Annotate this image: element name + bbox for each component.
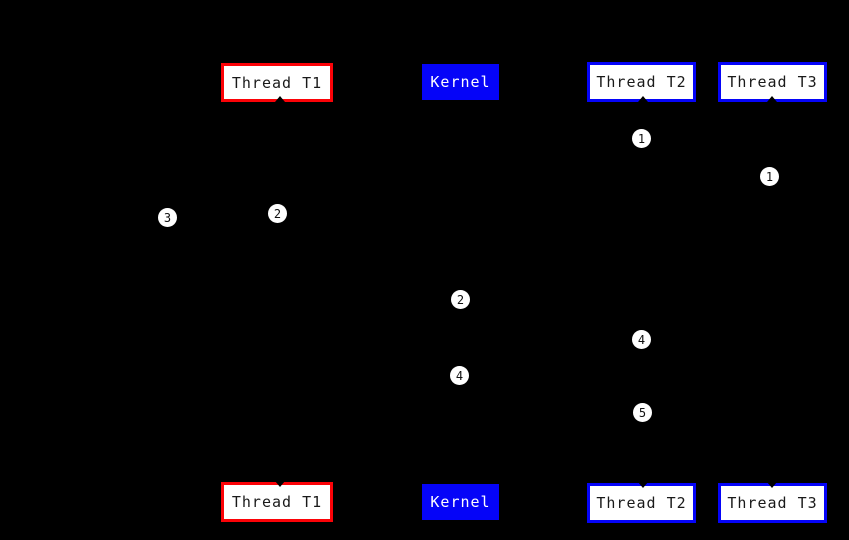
lifeline-tick-t2-top — [638, 96, 648, 102]
entity-box-thread-t3-top: Thread T3 — [718, 62, 827, 102]
entity-label-thread-t3-bottom: Thread T3 — [727, 494, 818, 512]
entity-box-kernel-top: Kernel — [422, 64, 499, 100]
step-marker: 2 — [268, 204, 287, 223]
step-marker: 1 — [760, 167, 779, 186]
entity-box-thread-t1-top: Thread T1 — [221, 63, 333, 102]
entity-label-thread-t1-top: Thread T1 — [231, 73, 323, 92]
entity-label-thread-t2-top: Thread T2 — [596, 73, 687, 91]
lifeline-tick-t1-bottom — [275, 481, 285, 487]
lifeline-tick-t1-top — [275, 96, 285, 102]
entity-label-thread-t2-bottom: Thread T2 — [596, 494, 687, 512]
step-marker: 5 — [633, 403, 652, 422]
lifeline-tick-t2-bottom — [638, 482, 648, 488]
entity-box-kernel-bottom: Kernel — [422, 484, 499, 520]
step-marker: 1 — [632, 129, 651, 148]
entity-box-thread-t1-bottom: Thread T1 — [221, 482, 333, 522]
entity-label-thread-t1-bottom: Thread T1 — [231, 493, 323, 511]
entity-box-thread-t3-bottom: Thread T3 — [718, 483, 827, 523]
entity-label-kernel-top: Kernel — [430, 73, 491, 91]
entity-label-thread-t3-top: Thread T3 — [727, 73, 818, 91]
entity-box-thread-t2-bottom: Thread T2 — [587, 483, 696, 523]
lifeline-tick-t3-top — [767, 96, 777, 102]
step-marker: 2 — [451, 290, 470, 309]
step-marker: 4 — [632, 330, 651, 349]
lifeline-tick-t3-bottom — [767, 482, 777, 488]
step-marker: 4 — [450, 366, 469, 385]
step-marker: 3 — [158, 208, 177, 227]
entity-label-kernel-bottom: Kernel — [430, 493, 491, 511]
